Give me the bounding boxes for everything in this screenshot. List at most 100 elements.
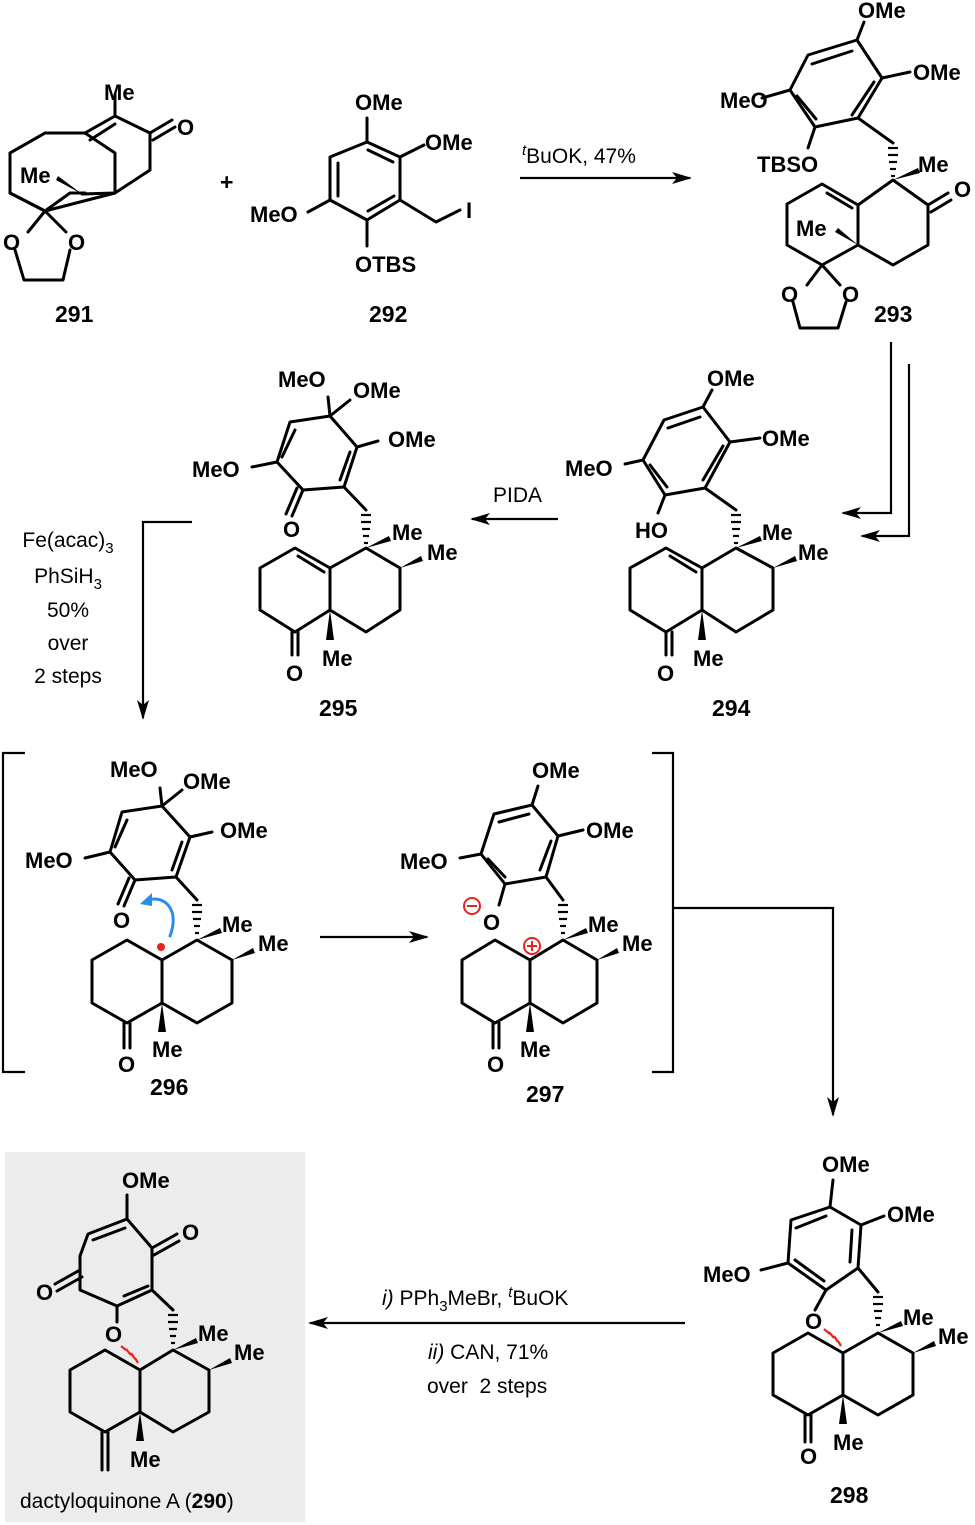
wedge-me3-298 — [839, 1395, 847, 1424]
product-highlight-box — [5, 1152, 305, 1522]
wedge-me2-293 — [835, 228, 858, 245]
atom-label: Me — [796, 216, 827, 241]
ring-right-296 — [160, 938, 234, 1025]
substituents-294 — [623, 388, 762, 515]
dienone-inner-296 — [113, 818, 184, 872]
double-bonds-293 — [825, 191, 953, 214]
product-name-label: dactyloquinone A (290) — [20, 1490, 234, 1513]
step-number: ii) — [428, 1341, 444, 1364]
double-bond-291 — [88, 122, 117, 142]
double-bonds-295 — [290, 554, 326, 657]
curved-electron-arrow — [146, 897, 175, 938]
hash-bond-295 — [361, 513, 371, 545]
ring-right-294 — [700, 546, 775, 634]
atom-label: Me — [762, 520, 793, 545]
reagent-line-5: 2 steps — [34, 665, 102, 688]
atom-label: HO — [635, 518, 668, 543]
carbonyl-298 — [803, 1413, 813, 1444]
atom-label: MeO — [110, 757, 158, 782]
ring-right-291 — [80, 114, 152, 196]
atom-label: OMe — [913, 60, 961, 85]
atom-label: OMe — [707, 366, 755, 391]
atom-label: OMe — [822, 1152, 870, 1177]
ch2-294 — [703, 486, 738, 512]
atom-label: Me — [130, 1447, 161, 1472]
subscript: 3 — [439, 1298, 447, 1315]
bonds-291a — [8, 131, 87, 213]
compound-297: OMe OMe MeO O Me Me Me O 297 — [400, 758, 653, 1107]
bracket-right — [652, 751, 675, 1074]
atom-label: MeO — [400, 849, 448, 874]
reagent-label: PIDA — [493, 484, 542, 507]
wedge-me-296 — [197, 928, 222, 940]
dioxolane-293 — [791, 263, 848, 330]
wedge-me-295 — [366, 536, 391, 548]
atom-label: O — [842, 282, 859, 307]
reagent-line-1: Fe(acac)3 — [22, 529, 113, 557]
atom-label: O — [657, 661, 674, 686]
wedge-me-294 — [736, 536, 762, 548]
aromatic-inner-293 — [795, 49, 876, 121]
atom-label: OMe — [183, 769, 231, 794]
double-bonds-294 — [664, 554, 698, 657]
atom-label: OMe — [122, 1168, 170, 1193]
wedge-me2-295 — [400, 556, 423, 568]
atom-label: OMe — [355, 90, 403, 115]
reaction-arrow-7: i) PPh3MeBr, tBuOK ii) CAN, 71% over 2 s… — [308, 1284, 685, 1398]
atom-label: Me — [322, 646, 353, 671]
curved-arrow-head — [140, 893, 152, 906]
dienone-ring-295 — [275, 414, 359, 492]
reagent-line-3: 50% — [47, 599, 89, 622]
wedge-291 — [56, 176, 82, 194]
atom-label: Me — [222, 912, 253, 937]
hash-bond-290 — [168, 1313, 178, 1345]
compound-294: OMe OMe MeO HO Me Me Me O 294 — [565, 366, 829, 721]
ch2-293 — [856, 116, 895, 145]
aromatic-inner-292 — [336, 148, 396, 213]
reagent-text: BuOK — [512, 1287, 568, 1310]
atom-label: O — [182, 1220, 199, 1245]
radical-dot — [157, 943, 165, 951]
ring-right-298 — [841, 1331, 915, 1417]
substituents-295 — [250, 395, 380, 518]
reagent-line-2: ii) CAN, 71% — [428, 1341, 548, 1364]
wedge-me-290 — [173, 1338, 198, 1350]
ring-left-294 — [628, 546, 704, 634]
atom-label: O — [286, 661, 303, 686]
ring-left-296 — [90, 938, 164, 1025]
compound-293: OMe OMe MeO TBSO Me O Me O O 293 — [720, 0, 971, 330]
reagent-text: Fe(acac) — [22, 529, 105, 552]
atom-label: Me — [693, 646, 724, 671]
atom-label: O — [177, 115, 194, 140]
compound-295: MeO OMe OMe MeO O Me Me Me O 295 — [192, 367, 458, 721]
atom-label: Me — [903, 1305, 934, 1330]
atom-label: Me — [918, 152, 949, 177]
reagent-line-4: over — [48, 632, 89, 655]
atom-label: OMe — [353, 378, 401, 403]
atom-label: MeO — [703, 1262, 751, 1287]
quinone-inner-290 — [91, 1226, 150, 1298]
atom-label: O — [805, 1309, 822, 1334]
atom-label: O — [113, 908, 130, 933]
reaction-arrow-6 — [673, 906, 839, 1117]
reaction-arrow-4: Fe(acac)3 PhSiH3 50% over 2 steps — [22, 520, 192, 720]
negative-charge-icon — [463, 897, 481, 915]
reagent-line-1: i) PPh3MeBr, tBuOK — [382, 1284, 568, 1315]
atom-label: O — [800, 1444, 817, 1469]
reagent-line-3: over 2 steps — [427, 1375, 547, 1398]
atom-label: OMe — [586, 818, 634, 843]
compound-label-296: 296 — [150, 1074, 188, 1100]
atom-label: Me — [20, 163, 51, 188]
compound-label-292: 292 — [369, 301, 407, 327]
superscript: t — [522, 142, 527, 159]
hash-bond-red-290 — [120, 1345, 139, 1364]
hash-bond-red-298 — [823, 1328, 842, 1347]
aromatic-ring-292 — [328, 140, 402, 222]
atom-label: MeO — [25, 848, 73, 873]
reagent-line-2: PhSiH3 — [34, 565, 102, 593]
atom-label: Me — [392, 520, 423, 545]
carbonyl-296 — [122, 1021, 132, 1050]
atom-label: Me — [588, 912, 619, 937]
ring-left-290 — [68, 1348, 142, 1434]
